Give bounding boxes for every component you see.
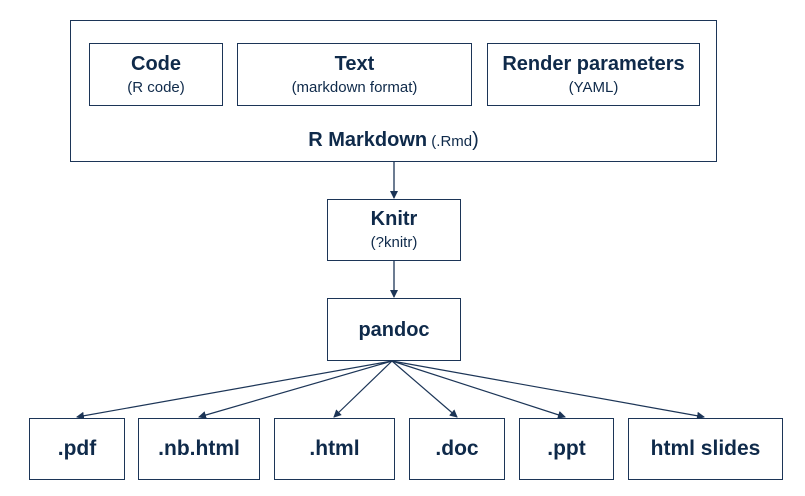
output-html: .html <box>274 418 395 480</box>
arrow-pandoc-to-html <box>333 360 393 418</box>
output-ppt-label: .ppt <box>547 437 586 460</box>
rmarkdown-label: R Markdown <box>308 129 428 151</box>
code-box: Code (R code) <box>89 43 223 106</box>
output-pdf-label: .pdf <box>57 437 97 460</box>
output-ppt: .ppt <box>519 418 614 480</box>
output-pdf: .pdf <box>29 418 125 480</box>
text-box: Text (markdown format) <box>237 43 472 106</box>
pandoc-title: pandoc <box>358 318 430 341</box>
output-nb-html: .nb.html <box>138 418 260 480</box>
code-title: Code <box>131 52 181 75</box>
knitr-title: Knitr <box>370 208 418 230</box>
rmarkdown-container: Code (R code) Text (markdown format) Ren… <box>70 20 717 162</box>
output-html-slides-label: html slides <box>650 437 761 460</box>
arrow-pandoc-to-nbhtml <box>198 360 393 419</box>
output-html-label: .html <box>309 437 360 460</box>
rmarkdown-extension: (.Rmd <box>427 133 473 150</box>
render-parameters-subtitle: (YAML) <box>568 78 619 96</box>
render-parameters-title: Render parameters <box>502 52 685 75</box>
arrow-pandoc-to-pdf <box>76 360 393 420</box>
arrow-pandoc-to-ppt <box>391 360 566 419</box>
code-subtitle: (R code) <box>127 78 185 96</box>
arrow-pandoc-to-html-slides <box>391 360 705 420</box>
knitr-box: Knitr (?knitr) <box>327 199 461 261</box>
render-parameters-box: Render parameters (YAML) <box>487 43 700 106</box>
output-doc-label: .doc <box>435 437 479 460</box>
output-doc: .doc <box>409 418 505 480</box>
text-subtitle: (markdown format) <box>291 78 418 96</box>
text-title: Text <box>334 52 375 75</box>
knitr-subtitle: (?knitr) <box>370 234 418 251</box>
rmarkdown-caption: R Markdown (.Rmd) <box>71 129 716 152</box>
pandoc-box: pandoc <box>327 298 461 361</box>
output-html-slides: html slides <box>628 418 783 480</box>
arrow-pandoc-to-doc <box>391 360 458 418</box>
output-nb-html-label: .nb.html <box>158 437 240 460</box>
rmarkdown-extension-close: ) <box>472 129 479 151</box>
